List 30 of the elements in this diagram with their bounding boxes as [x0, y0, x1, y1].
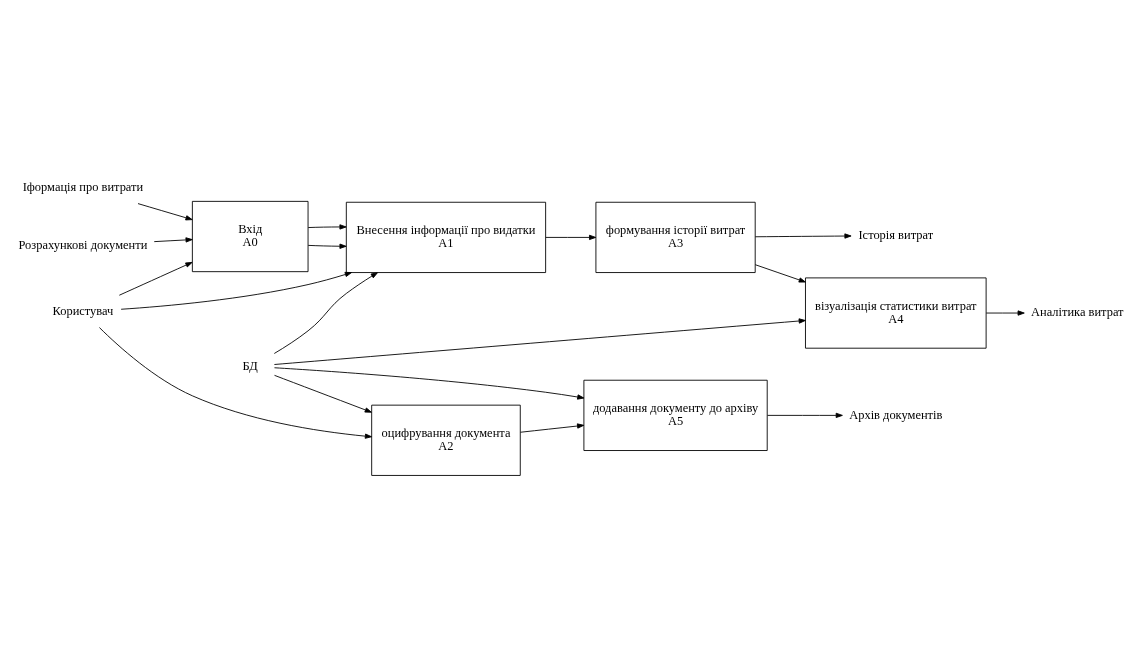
node-box: Вхід A0	[191, 200, 309, 273]
arrow	[767, 412, 843, 418]
node-box: додавання документу до архіву A5	[583, 379, 768, 451]
arrow	[520, 423, 585, 433]
node-text: Іформація про витрати	[22, 179, 144, 194]
arrow	[985, 310, 1025, 316]
node-box: візуалізація статистики витрат A4	[805, 277, 987, 349]
node-text: Аналітика витрат	[1031, 305, 1124, 320]
node-text: Користувач	[52, 303, 114, 318]
arrow	[273, 272, 378, 354]
arrow	[98, 327, 372, 439]
node-box: оцифрування документа A2	[371, 404, 521, 476]
arrow	[545, 234, 597, 241]
arrow	[137, 203, 193, 221]
arrow	[307, 224, 347, 230]
arrow	[274, 367, 585, 400]
node-text: БД	[242, 358, 258, 373]
node-box: Внесення інформації про видатки A1	[345, 201, 547, 273]
arrow	[307, 243, 347, 249]
arrow	[273, 318, 806, 365]
node-text: Розрахункові документи	[18, 237, 148, 252]
arrow	[274, 374, 372, 413]
node-text: Архів документів	[849, 407, 943, 422]
arrow	[153, 237, 193, 243]
arrow	[120, 271, 352, 310]
node-box: формування історії витрат A3	[595, 201, 756, 273]
arrow	[754, 233, 852, 239]
arrow	[118, 261, 193, 296]
arrow	[754, 264, 806, 283]
node-text: Історія витрат	[858, 227, 934, 242]
